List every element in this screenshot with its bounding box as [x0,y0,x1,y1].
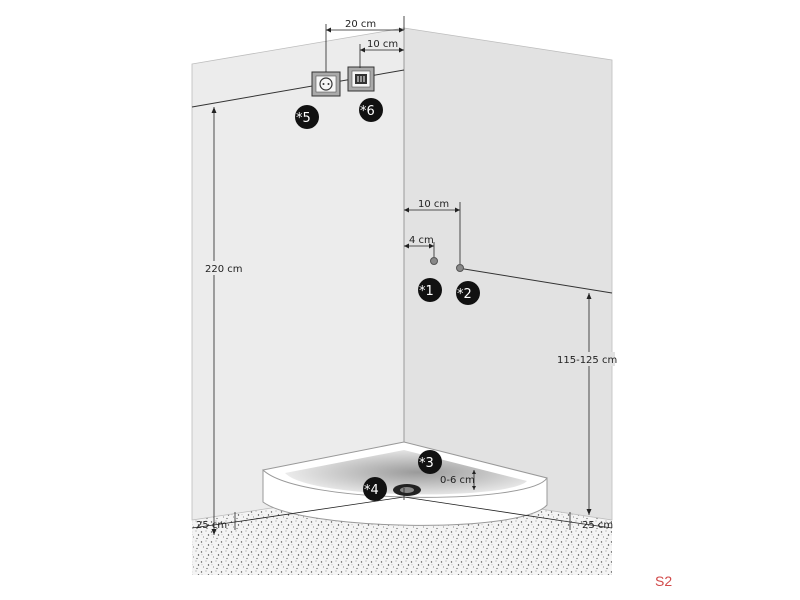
dim-height-115-125-bg [555,352,615,366]
drain-cover [400,487,414,493]
marker-1: *1 [418,278,442,302]
dim-mid-4 [404,242,435,257]
dim-top-10-label: 10 cm [367,39,398,50]
tray-basin [285,450,527,495]
product-code: S2 [655,573,672,589]
marker-4-label: *4 [364,483,379,498]
dim-top-10 [359,44,404,68]
dim-height-220 [211,107,217,535]
dim-base-left [191,488,405,530]
power-socket [311,71,341,97]
marker-6-label: *6 [360,104,375,119]
dim-top-20 [325,16,405,72]
right-wall [403,27,613,521]
marker-3: *3 [418,450,442,474]
marker-3-label: *3 [419,456,434,471]
marker-2: *2 [456,281,480,305]
dim-tray-depth [472,470,476,490]
marker-5-label: *5 [296,111,311,126]
dim-mid-10 [404,202,461,264]
shower-tray [261,441,548,526]
marker-2-label: *2 [457,287,472,302]
dim-height-220-label: 220 cm [205,264,243,275]
socket-icon [319,77,333,91]
dim-base-right [403,496,613,530]
marker-4: *4 [363,477,387,501]
right-wall-height-line [457,267,613,294]
dim-mid-4-label: 4 cm [409,235,434,246]
dim-height-115-125 [586,293,592,515]
marker-6: *6 [359,98,383,122]
connection-point-2 [456,264,464,272]
dim-base-left-label: 25 cm [196,520,227,531]
dim-mid-10-label: 10 cm [418,199,449,210]
connection-point-1 [430,257,438,265]
marker-1-label: *1 [419,284,434,299]
dim-top-20-label: 20 cm [345,19,376,30]
marker-5: *5 [295,105,319,129]
dim-tray-depth-label: 0-6 cm [440,475,475,486]
dim-height-115-125-label: 115-125 cm [557,355,617,366]
dim-height-220-bg [200,261,246,275]
switch-socket [347,66,375,92]
dim-base-right-label: 25 cm [582,520,613,531]
